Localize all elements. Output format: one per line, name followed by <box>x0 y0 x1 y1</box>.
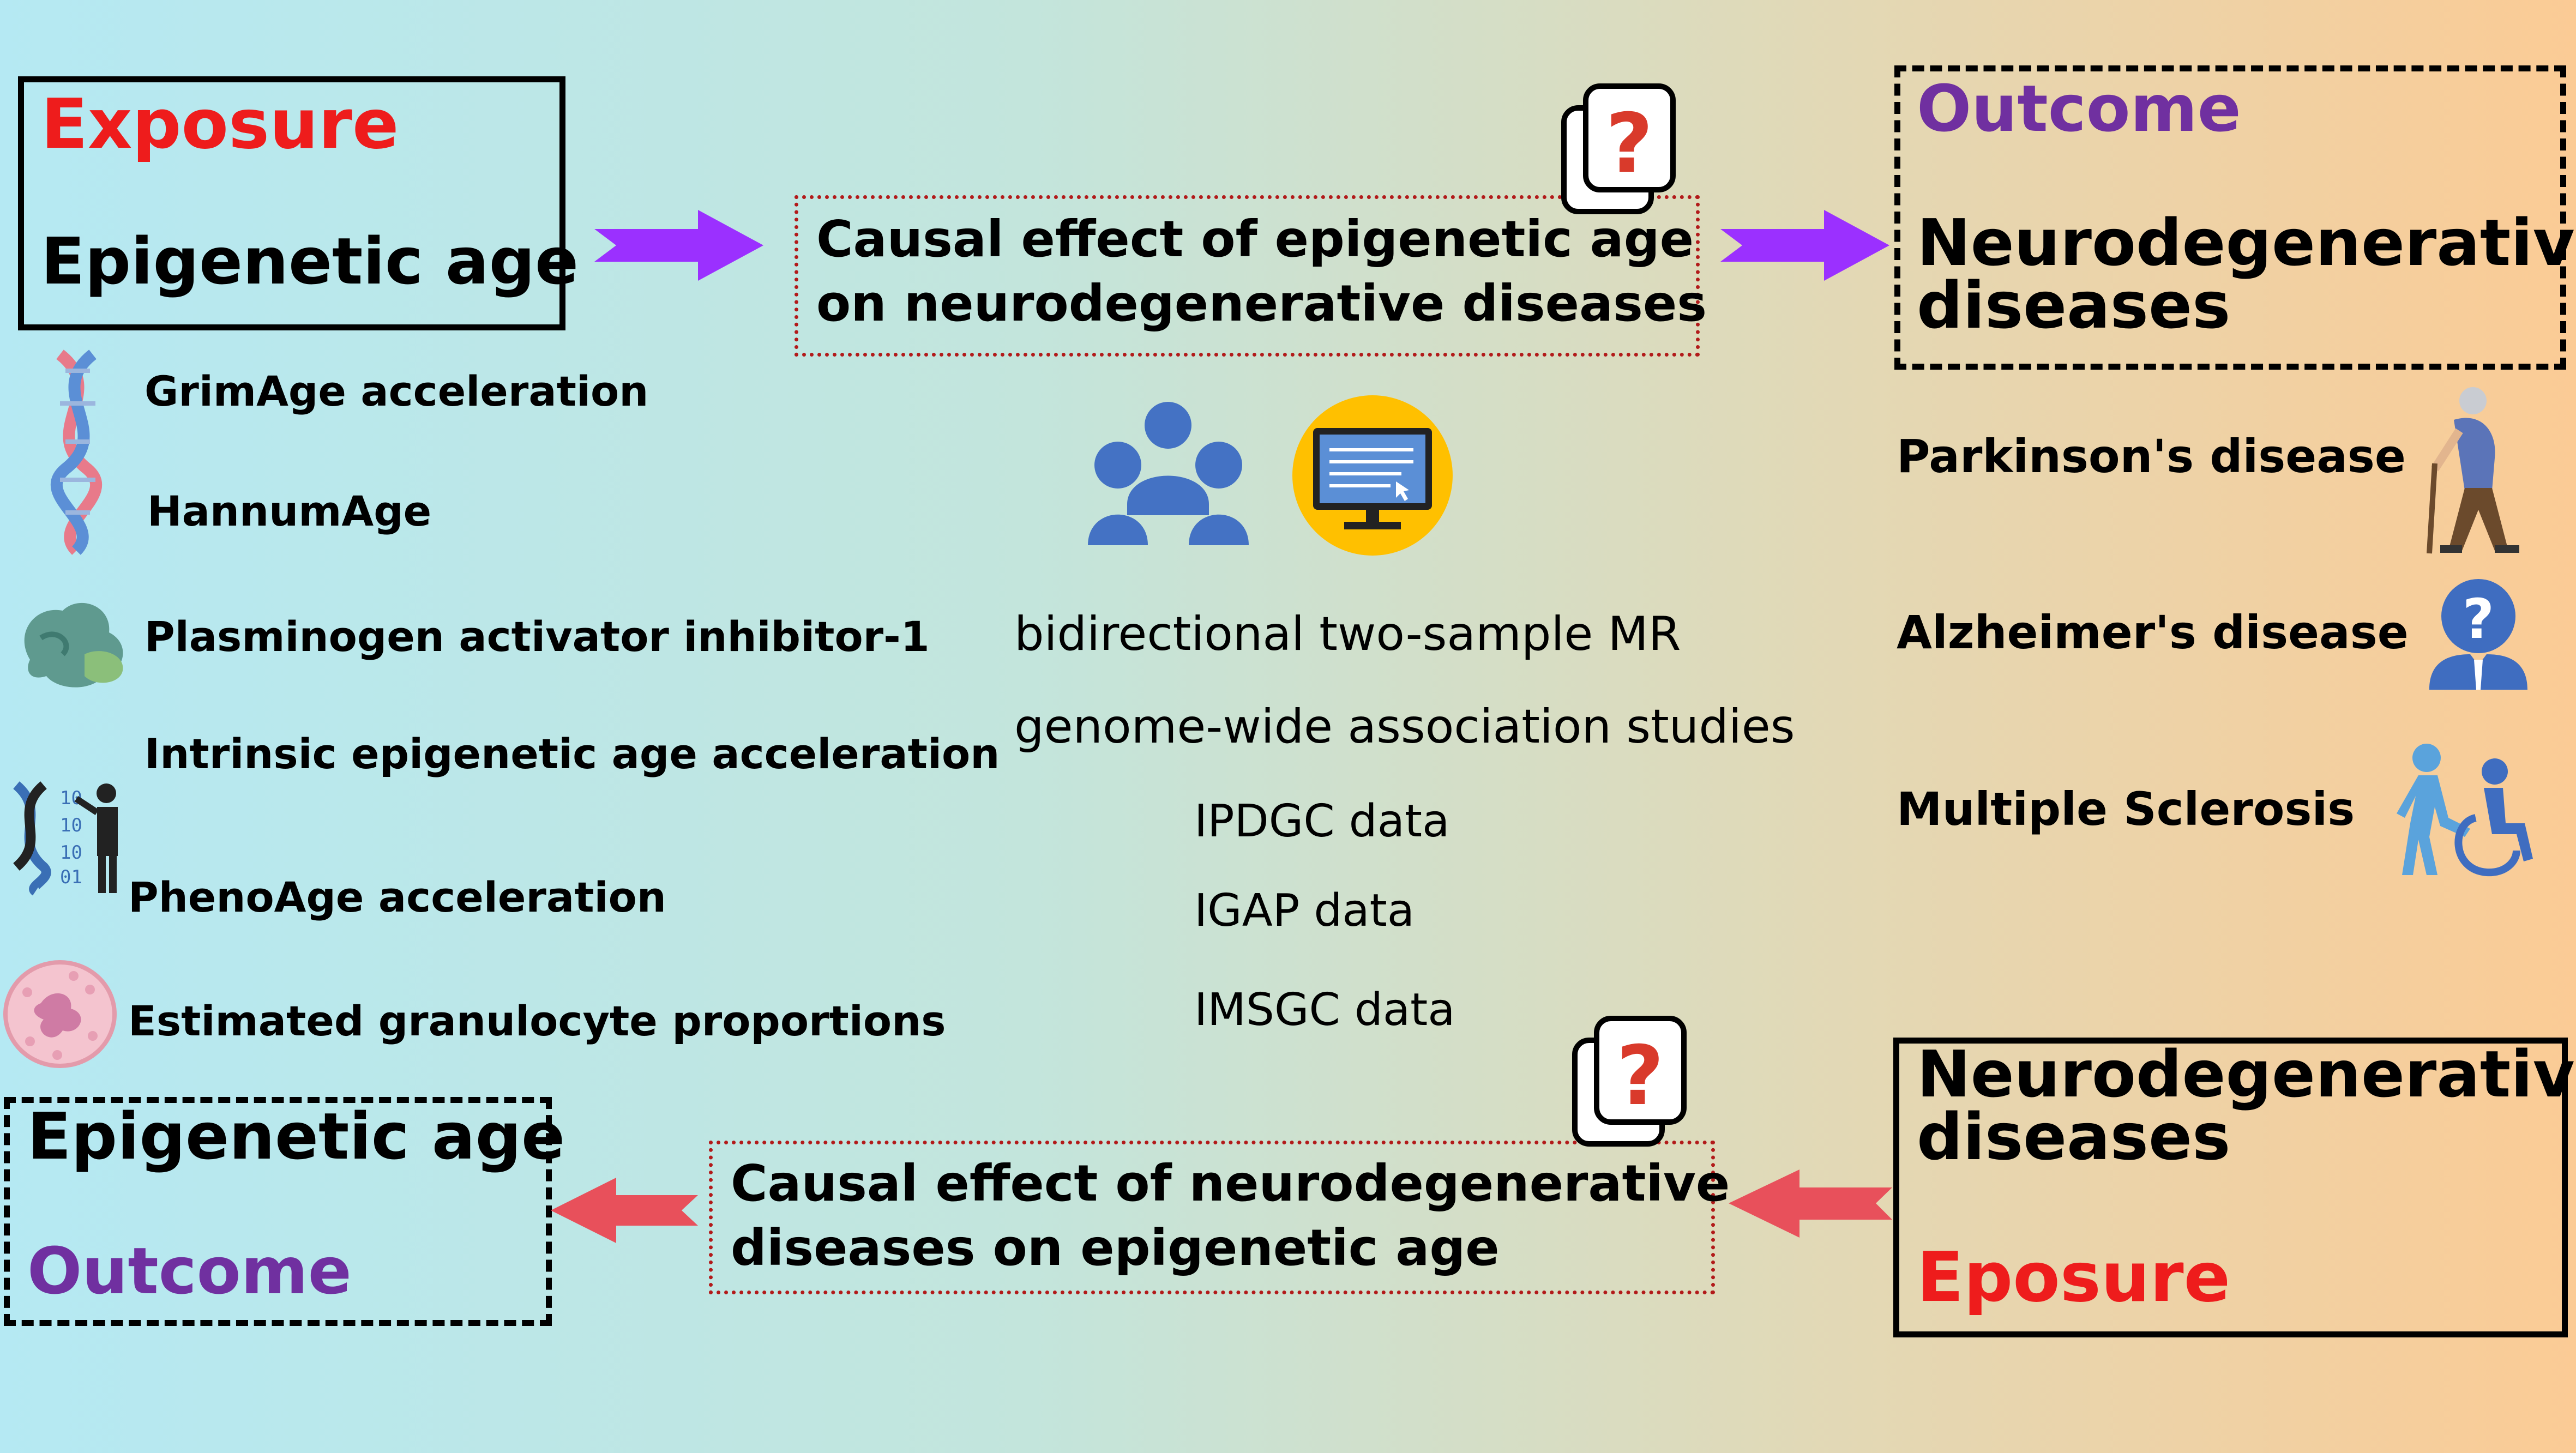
forward-arrow-2 <box>1720 210 1889 281</box>
svg-text:?: ? <box>1605 97 1653 191</box>
measure-intrinsic: Intrinsic epigenetic age acceleration <box>145 729 1000 778</box>
dataset-imsgc: IMSGC data <box>1194 984 1455 1036</box>
monitor-icon <box>1292 395 1453 556</box>
method-gwas: genome-wide association studies <box>1014 700 1795 754</box>
svg-text:01: 01 <box>60 866 82 888</box>
outcome-box <box>1894 65 2566 370</box>
wheelchair-assist-icon <box>2397 744 2533 877</box>
dataset-ipdgc: IPDGC data <box>1194 795 1450 847</box>
exposure-title: Epigenetic age <box>41 224 579 299</box>
question-cards-icon: ? <box>1561 83 1676 214</box>
dataset-igap: IGAP data <box>1194 885 1415 937</box>
reverse-arrow-2 <box>1729 1169 1892 1238</box>
exposure-box <box>18 76 565 330</box>
bottom-outcome-box <box>4 1097 552 1326</box>
cause-box-top <box>795 195 1700 357</box>
bottom-exposure-line2: diseases <box>1917 1099 2231 1174</box>
svg-text:?: ? <box>1616 1029 1664 1124</box>
svg-text:?: ? <box>2463 587 2494 651</box>
outcome-line1: Neurodegenerative <box>1917 205 2576 280</box>
dna-presenter-icon: 10 10 10 01 <box>13 781 118 896</box>
method-mr: bidirectional two-sample MR <box>1014 607 1681 661</box>
protein-icon <box>24 602 123 688</box>
head-question-icon: ? <box>2429 579 2527 690</box>
granulocyte-cell-icon <box>3 960 117 1068</box>
bottom-outcome-title: Epigenetic age <box>27 1099 565 1174</box>
measure-grimage: GrimAge acceleration <box>145 367 649 415</box>
question-cards-icon: ? <box>1572 1016 1687 1147</box>
outcome-label: Outcome <box>1917 71 2241 146</box>
disease-alzheimers: Alzheimer's disease <box>1897 606 2409 659</box>
dna-icon <box>50 349 103 555</box>
elderly-cane-icon <box>2427 387 2519 554</box>
cause-bottom-line1: Causal effect of neurodegenerative <box>731 1154 1730 1213</box>
cause-bottom-line2: diseases on epigenetic age <box>731 1219 1500 1277</box>
measure-phenoage: PhenoAge acceleration <box>128 873 666 921</box>
bottom-outcome-label: Outcome <box>27 1233 352 1309</box>
exposure-label: Exposure <box>41 84 399 164</box>
bottom-exposure-box <box>1893 1038 2568 1337</box>
cause-top-line1: Causal effect of epigenetic age <box>816 210 1694 268</box>
svg-text:10: 10 <box>60 815 82 836</box>
cause-box-bottom <box>709 1141 1715 1294</box>
disease-parkinsons: Parkinson's disease <box>1897 430 2406 483</box>
forward-arrow-1 <box>594 210 763 281</box>
bottom-exposure-label: Eposure <box>1917 1237 2231 1317</box>
people-group-icon <box>1088 402 1249 545</box>
measure-hannumage: HannumAge <box>147 487 432 535</box>
bottom-exposure-line1: Neurodegenerative <box>1917 1036 2576 1112</box>
disease-ms: Multiple Sclerosis <box>1897 782 2355 836</box>
measure-pai1: Plasminogen activator inhibitor-1 <box>145 612 930 661</box>
reverse-arrow-1 <box>551 1178 698 1243</box>
svg-text:10: 10 <box>60 842 82 864</box>
cause-top-line2: on neurodegenerative diseases <box>816 274 1707 333</box>
outcome-line2: diseases <box>1917 268 2231 343</box>
measure-granulocyte: Estimated granulocyte proportions <box>128 997 946 1045</box>
